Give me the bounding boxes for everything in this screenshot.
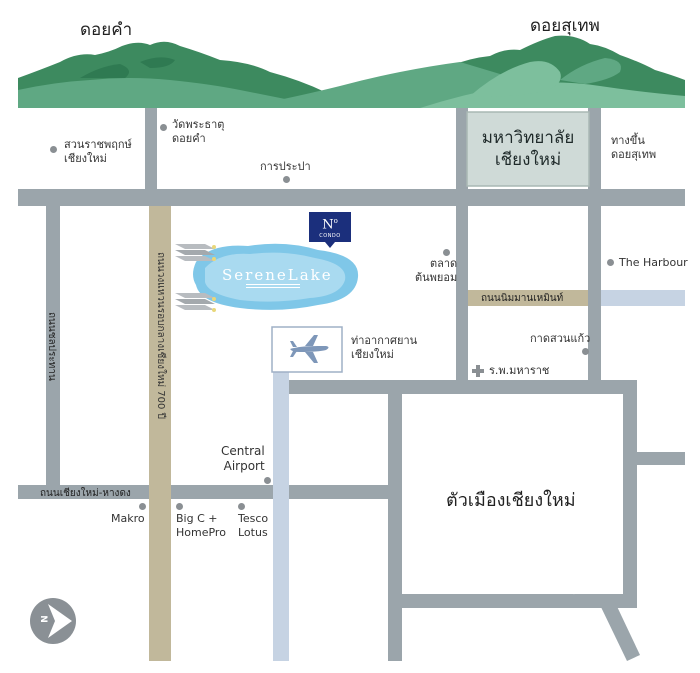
bigc-line2: HomePro [176,526,226,539]
badge-subtitle: CONDO [319,233,341,240]
mountain-range [18,35,685,108]
ton-payom-label: ตลาด ต้นพยอม [415,257,457,285]
maharaj-hospital-label: ร.พ.มหาราช [489,364,550,377]
mountain-label-doi-suthep: ดอยสุเทพ [530,16,600,36]
project-pin [309,212,351,248]
airport-road [273,372,289,661]
tesco-line1: Tesco [238,512,269,525]
the-harbour-label: The Harbour [619,256,688,269]
wat-phra-that-line2: ดอยคำ [172,132,206,145]
wat-phra-that-line1: วัดพระธาตุ [172,118,225,131]
the-harbour-marker [607,259,614,266]
central-airport-label: Central Airport [221,444,265,474]
airport-line1: ท่าอากาศยาน [351,334,418,347]
waterworks-marker [283,176,290,183]
serene-lake-name-a: Serene [222,266,288,284]
airplane-icon [290,335,329,363]
badge-superscript: o [333,217,338,225]
project-badge: No CONDO [309,212,351,242]
serene-lake-name-b: Lake [287,266,333,284]
airport-line2: เชียงใหม่ [351,348,394,361]
superhighway-road [149,206,171,661]
tesco-marker [238,503,245,510]
hospital-cross-icon [472,365,484,377]
university-line2: เชียงใหม่ [494,150,562,170]
central-airport-line1: Central [221,444,265,458]
east-road-blue [601,290,685,306]
wat-phra-that-label: วัดพระธาตุ ดอยคำ [172,118,224,146]
central-airport-line2: Airport [223,459,265,473]
suan-rajapruek-line1: สวนราชพฤกษ์ [64,138,132,151]
bigc-label: Big C + HomePro [176,512,226,540]
compass-north-letter: N [37,615,48,623]
university-box [466,111,590,187]
nimman-road-label: ถนนนิมมานเหมินท์ [481,293,564,304]
to-doi-suthep-label: ทางขึ้น ดอยสุเทพ [611,134,656,162]
mountain-label-doi-kham: ดอยคำ [80,20,133,40]
to-doi-suthep-line2: ดอยสุเทพ [611,148,657,161]
road-network [18,108,685,661]
nimman-road [468,290,588,306]
waterworks-label: การประปา [260,160,311,173]
canal-road-label: ถนนชลประทาน [46,312,57,381]
to-doi-suthep-line1: ทางขึ้น [611,134,645,147]
airport-label: ท่าอากาศยาน เชียงใหม่ [351,334,417,362]
condo-buildings [175,244,216,312]
bigc-line1: Big C + [176,512,218,525]
suan-rajapruek-line2: เชียงใหม่ [64,152,107,165]
bigc-marker [176,503,183,510]
suan-rajapruek-label: สวนราชพฤกษ์ เชียงใหม่ [64,138,132,166]
ton-payom-line2: ต้นพยอม [415,271,458,284]
kad-suan-kaew-marker [582,348,589,355]
city-center-label: ตัวเมืองเชียงใหม่ [446,490,576,511]
tesco-line2: Lotus [238,526,268,539]
kad-suan-kaew-label: กาดสวนแก้ว [530,332,591,345]
makro-label: Makro [111,512,145,525]
tesco-label: Tesco Lotus [238,512,268,540]
suan-rajapruek-marker [50,146,57,153]
central-airport-marker [264,477,271,484]
wat-phra-that-marker [160,124,167,131]
university-line1: มหาวิทยาลัย [481,128,575,148]
ton-payom-marker [443,249,450,256]
makro-marker [139,503,146,510]
university-label: มหาวิทยาลัย เชียงใหม่ [467,127,589,171]
serene-lake [193,243,359,310]
ton-payom-line1: ตลาด [430,257,458,270]
north-arrow-icon [30,598,76,644]
badge-letter: N [322,217,334,233]
hangdong-road-label: ถนนเชียงใหม่-หางดง [40,488,131,499]
serene-lake-logo: SereneLake [222,266,333,284]
serene-lake-wave [246,284,300,288]
superhighway-road-label: ถนนวงแหวนรอบกลางเชียงใหม่ 700 ปี [155,252,166,419]
city-streets [402,393,623,595]
